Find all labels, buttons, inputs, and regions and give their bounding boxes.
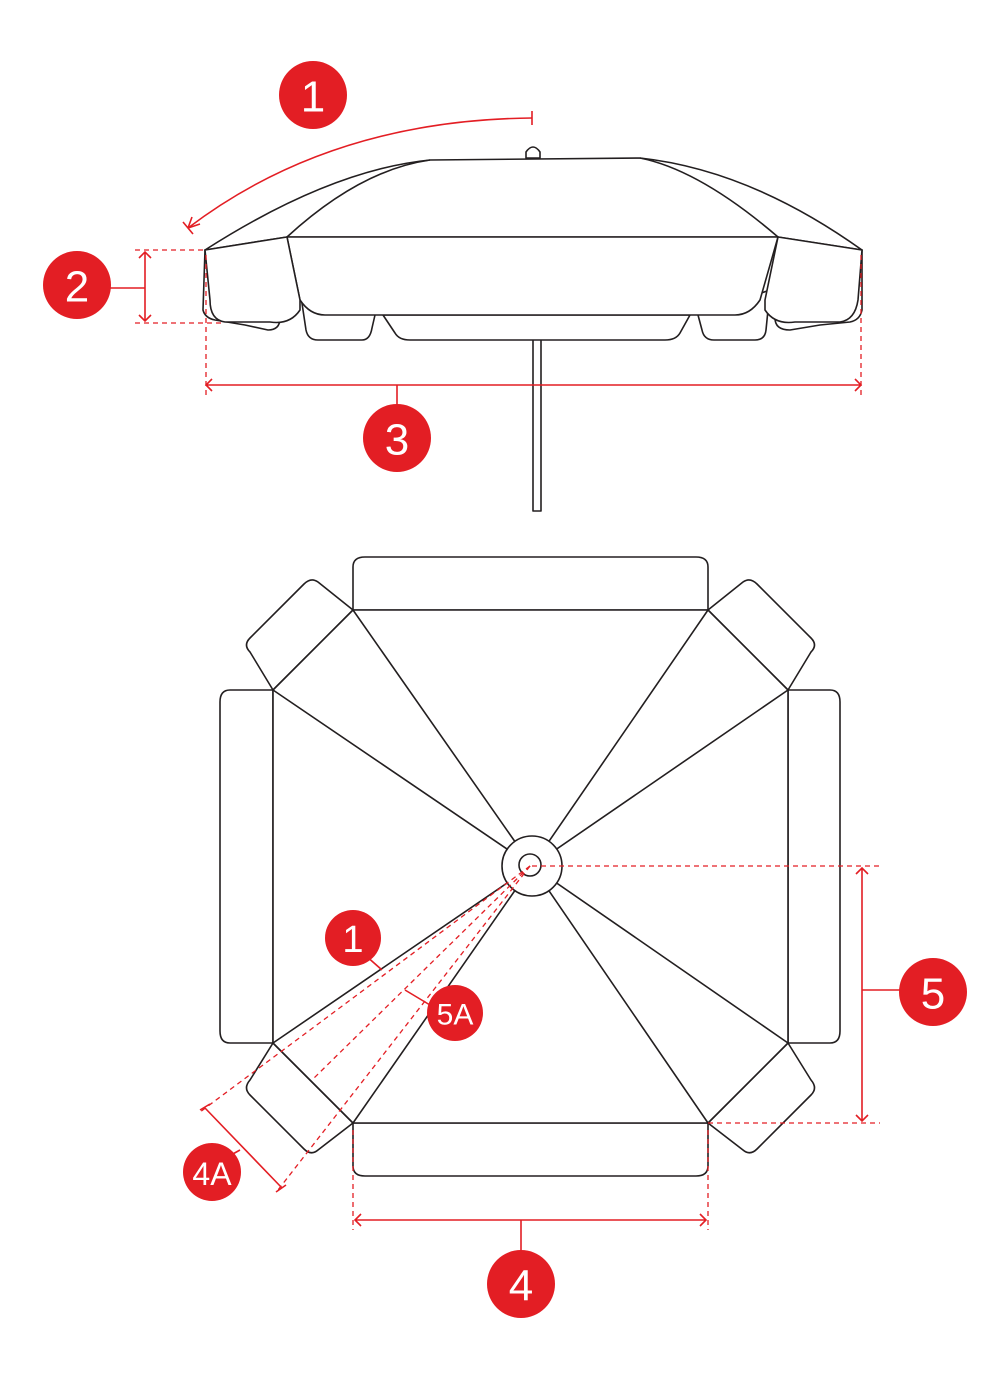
svg-text:1: 1 bbox=[342, 919, 363, 961]
badge-4a: 4A bbox=[183, 1143, 241, 1201]
badge-rib-length: 1 bbox=[325, 910, 381, 966]
umbrella-pole bbox=[532, 311, 542, 512]
umbrella-plan-view bbox=[219, 556, 841, 1177]
width-dimension-line bbox=[204, 378, 863, 392]
side-dimensions bbox=[100, 99, 863, 410]
svg-text:3: 3 bbox=[385, 416, 409, 465]
svg-text:4: 4 bbox=[509, 1262, 533, 1311]
badge-half-width: 5 bbox=[899, 958, 967, 1026]
flap-left bbox=[219, 689, 274, 1044]
arc-dimension-line bbox=[187, 117, 533, 229]
svg-text:4A: 4A bbox=[192, 1156, 232, 1192]
umbrella-side-view bbox=[202, 146, 863, 512]
half-width-dimension-line bbox=[855, 866, 869, 1123]
umbrella-finial bbox=[525, 146, 541, 159]
flap-top-left bbox=[245, 579, 354, 691]
canopy-side-panel-right bbox=[764, 236, 863, 324]
flap-bottom bbox=[352, 1122, 709, 1177]
badge-flap-width: 4 bbox=[487, 1250, 555, 1318]
svg-text:5A: 5A bbox=[437, 999, 474, 1032]
svg-text:2: 2 bbox=[65, 263, 89, 312]
drop-dimension-line bbox=[138, 250, 152, 323]
badge-5a: 5A bbox=[427, 985, 483, 1041]
pole-hole bbox=[518, 853, 542, 877]
flap-bottom-left bbox=[245, 1042, 354, 1154]
flap-bottom-right bbox=[707, 1042, 816, 1154]
flap-top-right bbox=[707, 579, 816, 691]
svg-text:5: 5 bbox=[921, 970, 945, 1019]
valance-flap bbox=[382, 314, 691, 341]
badge-overall-width: 3 bbox=[363, 404, 431, 472]
badge-arc-length: 1 bbox=[279, 61, 347, 129]
canopy-side-panel-left bbox=[204, 236, 301, 324]
badge-valance-drop: 2 bbox=[43, 251, 111, 319]
svg-text:1: 1 bbox=[301, 73, 325, 122]
canopy-front-panel bbox=[286, 236, 779, 316]
flap-top bbox=[352, 556, 709, 611]
flap-width-dimension-line bbox=[353, 1213, 708, 1227]
flap-depth-dimension-line bbox=[199, 1103, 287, 1193]
